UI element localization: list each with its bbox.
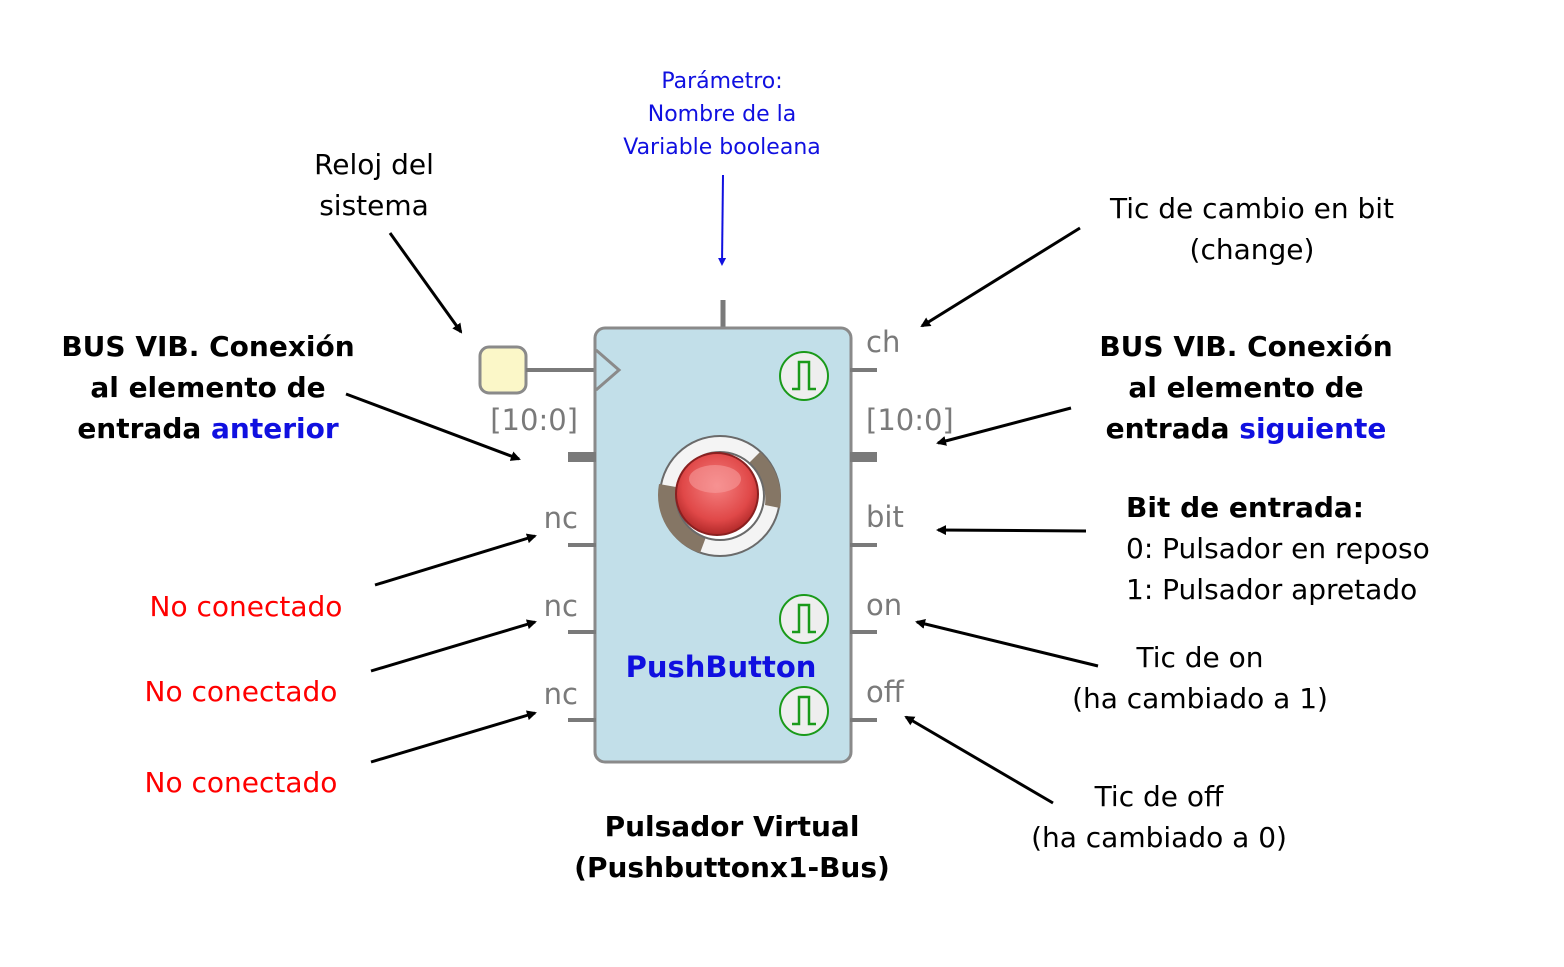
nc-arrow-3 bbox=[370, 710, 537, 764]
nc-text-2: No conectado bbox=[145, 675, 338, 708]
nc-arrow-2 bbox=[370, 619, 537, 673]
bit-arrow bbox=[936, 525, 1087, 536]
change-line2: (change) bbox=[1190, 233, 1315, 266]
clock-line1: Reloj del bbox=[314, 148, 434, 181]
clock-input-box[interactable] bbox=[478, 345, 528, 395]
ch-label: ch bbox=[866, 325, 900, 359]
parameter-arrow bbox=[718, 174, 727, 266]
tick-icon-on bbox=[779, 594, 829, 644]
pushbutton-graphic[interactable] bbox=[657, 435, 781, 557]
on-label: on bbox=[866, 588, 902, 622]
change-line1: Tic de cambio en bit bbox=[1109, 192, 1394, 225]
clock-annotation: Reloj del sistema bbox=[314, 148, 463, 334]
right-bus-label: [10:0] bbox=[866, 403, 954, 437]
tick-icon-off bbox=[779, 686, 829, 736]
bus-prev-line3-prefix: entrada bbox=[77, 412, 211, 445]
bus-prev-highlight: anterior bbox=[211, 412, 339, 445]
parameter-annotation: Parámetro: Nombre de la Variable boolean… bbox=[623, 69, 821, 266]
on-line1: Tic de on bbox=[1135, 641, 1263, 674]
clock-arrow bbox=[388, 232, 463, 334]
left-bus-label: [10:0] bbox=[490, 403, 578, 437]
bus-prev-line1: BUS VIB. Conexión bbox=[61, 330, 354, 363]
bus-prev-line2: al elemento de bbox=[90, 371, 325, 404]
change-annotation: Tic de cambio en bit (change) bbox=[920, 192, 1394, 328]
parameter-line3: Variable booleana bbox=[623, 135, 821, 160]
bus-next-line3-prefix: entrada bbox=[1106, 412, 1240, 445]
off-label: off bbox=[866, 675, 905, 709]
bus-next-annotation: BUS VIB. Conexión al elemento de entrada… bbox=[936, 330, 1393, 446]
bit-label: bit bbox=[866, 500, 904, 534]
on-arrow bbox=[915, 619, 1099, 668]
nc-text-3: No conectado bbox=[145, 766, 338, 799]
parameter-line1: Parámetro: bbox=[661, 69, 782, 94]
clock-line2: sistema bbox=[319, 189, 429, 222]
bus-prev-arrow bbox=[345, 392, 521, 461]
bit-annotation: Bit de entrada: 0: Pulsador en reposo 1:… bbox=[936, 491, 1430, 606]
bus-prev-annotation: BUS VIB. Conexión al elemento de entrada… bbox=[61, 330, 521, 461]
change-arrow bbox=[920, 226, 1081, 328]
nc-label-1: nc bbox=[544, 501, 578, 535]
button-ring-segment-right bbox=[748, 452, 781, 508]
caption-line1: Pulsador Virtual bbox=[605, 810, 860, 843]
nc-arrow-1 bbox=[374, 533, 537, 587]
nc-annotation-3: No conectado bbox=[145, 710, 537, 799]
bus-next-highlight: siguiente bbox=[1239, 412, 1386, 445]
component-name: PushButton bbox=[626, 650, 817, 684]
nc-text-1: No conectado bbox=[150, 590, 343, 623]
bus-next-line1: BUS VIB. Conexión bbox=[1099, 330, 1392, 363]
button-highlight bbox=[689, 465, 741, 493]
caption-line2: (Pushbuttonx1-Bus) bbox=[574, 851, 890, 884]
off-line2: (ha cambiado a 0) bbox=[1031, 821, 1287, 854]
nc-label-2: nc bbox=[544, 589, 578, 623]
bit-line2: 0: Pulsador en reposo bbox=[1126, 532, 1430, 565]
bus-next-line2: al elemento de bbox=[1128, 371, 1363, 404]
bit-line3: 1: Pulsador apretado bbox=[1126, 573, 1417, 606]
nc-annotation-1: No conectado bbox=[150, 533, 537, 623]
off-annotation: Tic de off (ha cambiado a 0) bbox=[904, 715, 1287, 854]
tick-icon-ch bbox=[779, 351, 829, 401]
off-arrow bbox=[904, 715, 1054, 805]
bus-next-line3: entrada siguiente bbox=[1106, 412, 1387, 445]
on-line2: (ha cambiado a 1) bbox=[1072, 682, 1328, 715]
bus-next-arrow bbox=[936, 406, 1072, 446]
nc-label-3: nc bbox=[544, 677, 578, 711]
on-annotation: Tic de on (ha cambiado a 1) bbox=[915, 619, 1328, 715]
off-line1: Tic de off bbox=[1094, 780, 1224, 813]
bus-prev-line3: entrada anterior bbox=[77, 412, 339, 445]
bit-title: Bit de entrada: bbox=[1126, 491, 1364, 524]
parameter-line2: Nombre de la bbox=[648, 102, 797, 127]
clock-triangle-icon bbox=[595, 348, 622, 392]
nc-annotation-2: No conectado bbox=[145, 619, 537, 708]
